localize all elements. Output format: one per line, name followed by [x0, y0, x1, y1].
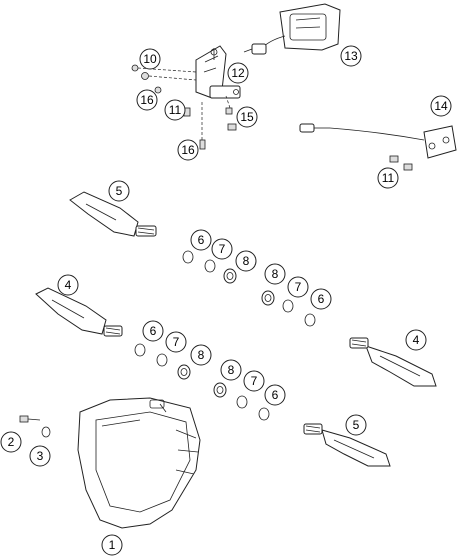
svg-text:12: 12 [231, 66, 245, 80]
callout-7d: 7 [243, 370, 265, 392]
svg-text:13: 13 [344, 49, 358, 63]
callout-2: 2 [0, 431, 22, 453]
svg-text:6: 6 [318, 292, 325, 306]
callout-11a: 11 [164, 99, 186, 121]
turn-signal-part-5-bottom [303, 423, 391, 467]
callout-6d: 6 [264, 384, 286, 406]
svg-text:4: 4 [65, 278, 72, 292]
callout-7b: 7 [287, 276, 309, 298]
dashboard-part-13 [243, 3, 341, 55]
callout-6a: 6 [190, 229, 212, 251]
callout-5-bottom: 5 [345, 414, 367, 436]
svg-text:11: 11 [169, 103, 182, 117]
svg-text:6: 6 [198, 233, 205, 247]
svg-text:4: 4 [413, 333, 420, 347]
washer-set-lower-left [134, 343, 191, 380]
callout-13: 13 [340, 45, 362, 67]
callout-5-top: 5 [108, 180, 130, 202]
callout-1: 1 [101, 534, 123, 556]
washer-set-lower-right [213, 382, 270, 421]
svg-text:7: 7 [295, 280, 302, 294]
callout-6b: 6 [310, 288, 332, 310]
svg-text:11: 11 [382, 171, 395, 185]
washer-set-upper-right [261, 290, 316, 327]
svg-text:6: 6 [272, 388, 279, 402]
bracket-hardware [131, 64, 237, 150]
svg-text:8: 8 [198, 348, 205, 362]
callout-4-left: 4 [57, 274, 79, 296]
turn-signal-part-4-right [349, 337, 437, 387]
callout-7a: 7 [211, 238, 233, 260]
callout-14: 14 [430, 95, 452, 117]
grommet-part-3 [41, 426, 51, 438]
callout-8c: 8 [190, 344, 212, 366]
svg-text:5: 5 [353, 418, 360, 432]
callout-8d: 8 [220, 359, 242, 381]
callout-8a: 8 [235, 250, 257, 272]
svg-text:15: 15 [240, 110, 254, 124]
callout-15: 15 [236, 106, 258, 128]
callout-3: 3 [29, 445, 51, 467]
callout-6c: 6 [142, 320, 164, 342]
svg-text:7: 7 [219, 242, 226, 256]
svg-text:10: 10 [143, 52, 157, 66]
callout-16a: 16 [136, 89, 158, 111]
callout-12: 12 [227, 62, 249, 84]
svg-text:7: 7 [173, 335, 180, 349]
svg-text:5: 5 [116, 184, 123, 198]
callout-4-right: 4 [405, 329, 427, 351]
rear-light-part-14 [299, 123, 457, 171]
svg-text:2: 2 [8, 435, 15, 449]
turn-signal-part-5-top [69, 191, 157, 237]
headlight-part-1 [77, 397, 201, 529]
callout-7c: 7 [165, 331, 187, 353]
callout-10: 10 [139, 48, 161, 70]
svg-text:8: 8 [228, 363, 235, 377]
screw-part-2 [19, 415, 41, 423]
svg-text:16: 16 [140, 93, 154, 107]
bracket-part-12 [195, 45, 241, 99]
svg-text:7: 7 [251, 374, 258, 388]
svg-text:1: 1 [109, 538, 116, 552]
svg-text:6: 6 [150, 324, 157, 338]
svg-text:8: 8 [243, 254, 250, 268]
svg-text:8: 8 [272, 267, 279, 281]
callout-8b: 8 [264, 263, 286, 285]
callout-16b: 16 [177, 139, 199, 161]
washer-set-upper-left [182, 250, 237, 284]
callout-11b: 11 [377, 167, 399, 189]
svg-text:14: 14 [434, 99, 448, 113]
svg-text:3: 3 [37, 449, 44, 463]
turn-signal-part-4-left [35, 287, 123, 337]
svg-text:16: 16 [181, 143, 195, 157]
